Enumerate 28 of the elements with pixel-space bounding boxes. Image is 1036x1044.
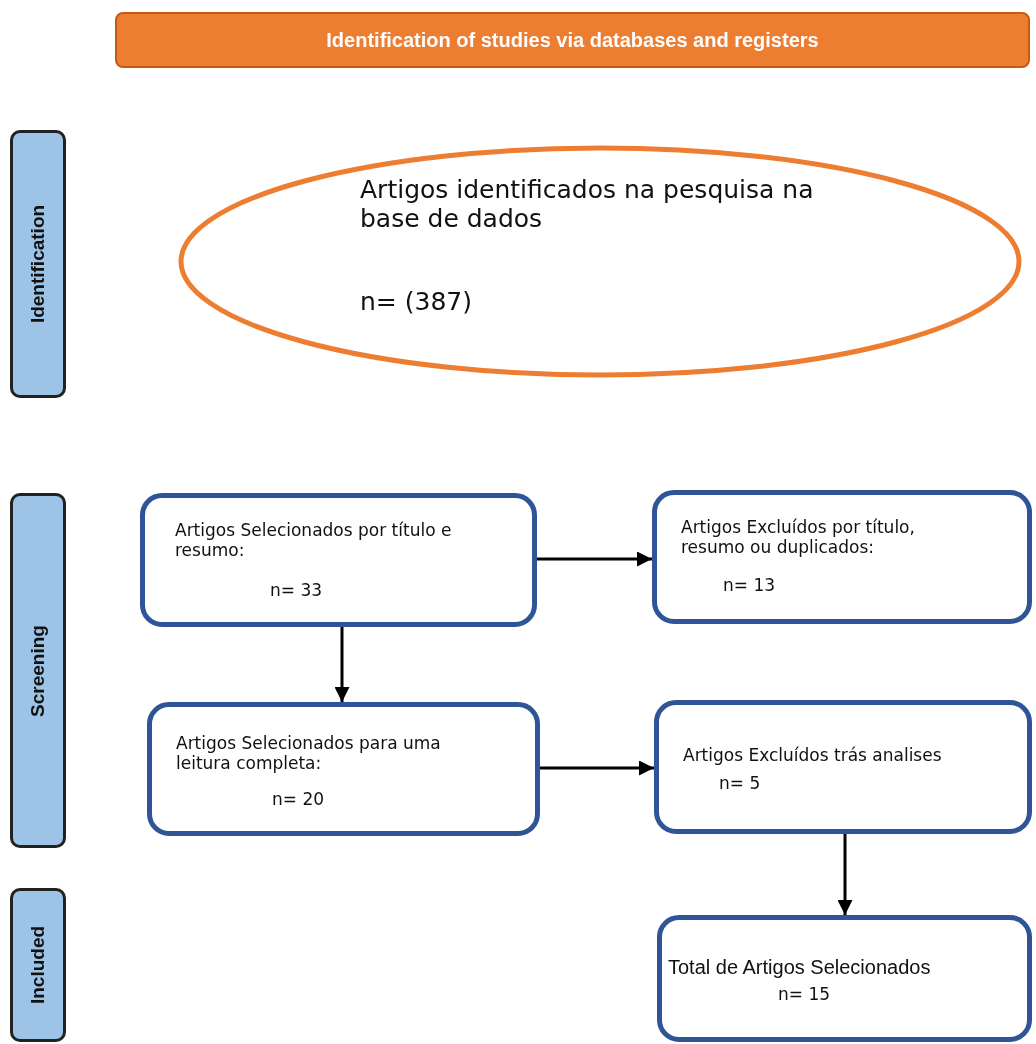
phase-label: Identification xyxy=(27,204,49,324)
process-box xyxy=(657,915,1032,1042)
phase-bar xyxy=(10,493,66,848)
arrow xyxy=(540,760,654,776)
count-text: n= 15 xyxy=(778,984,832,1004)
box-text: Artigos Excluídos trás analises xyxy=(683,745,943,765)
phase-bar xyxy=(10,888,66,1042)
box-text: Artigos Excluídos por título, resumo ou duplicados: xyxy=(681,517,916,557)
box-text: Artigos identificados na pesquisa na base de dados xyxy=(360,175,815,233)
count-text: n= 20 xyxy=(272,789,326,809)
box-text: Artigos Selecionados por título e resumo: xyxy=(175,520,453,560)
count-text: n= 33 xyxy=(270,580,324,600)
arrow xyxy=(537,551,652,567)
process-box xyxy=(652,490,1032,624)
section-header: Identification of studies via databases and registers xyxy=(115,12,1030,68)
count-text: n= 5 xyxy=(719,773,762,793)
phase-bar xyxy=(10,130,66,398)
process-box xyxy=(654,700,1032,834)
arrow xyxy=(334,627,350,702)
count-text: n= 13 xyxy=(723,575,777,595)
phase-label: Included xyxy=(27,925,49,1005)
box-text: Total de Artigos Selecionados xyxy=(668,956,932,979)
process-box xyxy=(147,702,540,836)
arrow xyxy=(837,834,853,915)
phase-label: Screening xyxy=(27,624,49,717)
process-box xyxy=(140,493,537,627)
count-text: n= (387) xyxy=(360,287,473,316)
box-text: Artigos Selecionados para uma leitura completa: xyxy=(176,733,442,773)
